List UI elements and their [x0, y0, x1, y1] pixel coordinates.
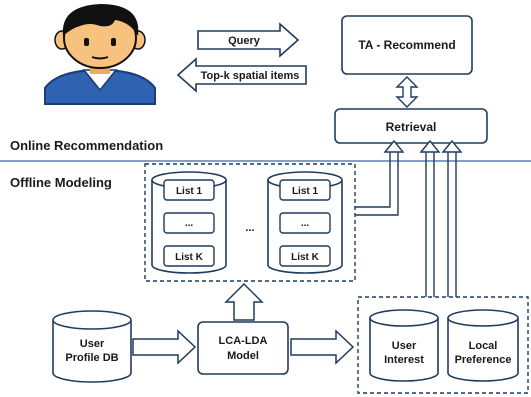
lca-lda-line2: Model	[227, 350, 259, 362]
list-left-bottom: List K	[175, 252, 204, 263]
list-left-middle: ...	[185, 218, 194, 229]
user-profile-db-line1: User	[80, 338, 105, 350]
lca-lda-line1: LCA-LDA	[219, 335, 268, 347]
interest-to-retrieval-arrow-1	[419, 139, 441, 297]
topk-label: Top-k spatial items	[201, 70, 300, 82]
interest-to-retrieval-arrow-2	[441, 139, 463, 297]
user-avatar-icon	[44, 4, 156, 105]
ta-retrieval-double-arrow	[395, 76, 419, 108]
model-to-interest-arrow	[290, 329, 355, 365]
online-section-label: Online Recommendation	[10, 138, 163, 153]
list-store-left: List 1 ... List K	[151, 171, 227, 274]
ta-recommend-box: TA - Recommend	[341, 15, 473, 75]
db-to-model-arrow	[132, 329, 197, 365]
list-right-top: List 1	[292, 186, 319, 197]
model-to-lists-arrow	[224, 282, 264, 321]
query-label: Query	[228, 35, 261, 47]
interest-container	[357, 296, 529, 394]
user-profile-db: User Profile DB	[52, 310, 132, 383]
retrieval-label: Retrieval	[386, 120, 437, 134]
list-right-middle: ...	[301, 218, 310, 229]
retrieval-box: Retrieval	[334, 108, 488, 144]
ta-recommend-label: TA - Recommend	[358, 38, 455, 52]
offline-section-label: Offline Modeling	[10, 175, 112, 190]
local-preference-line2: Preference	[455, 354, 512, 366]
local-preference-line1: Local	[469, 340, 498, 352]
query-arrow: Query	[197, 22, 300, 58]
user-interest-line2: Interest	[384, 354, 424, 366]
user-interest-store: User Interest	[369, 309, 439, 382]
user-profile-db-line2: Profile DB	[65, 352, 118, 364]
stores-ellipsis: ...	[245, 222, 254, 234]
lca-lda-model-box: LCA-LDA Model	[197, 321, 289, 375]
user-interest-line1: User	[392, 340, 417, 352]
list-store-right: List 1 ... List K	[267, 171, 343, 274]
topk-arrow: Top-k spatial items	[176, 57, 307, 93]
local-preference-store: Local Preference	[447, 309, 519, 382]
lists-container	[144, 163, 356, 282]
lists-to-retrieval-arrow	[355, 139, 405, 216]
list-left-top: List 1	[176, 186, 203, 197]
list-right-bottom: List K	[291, 252, 320, 263]
